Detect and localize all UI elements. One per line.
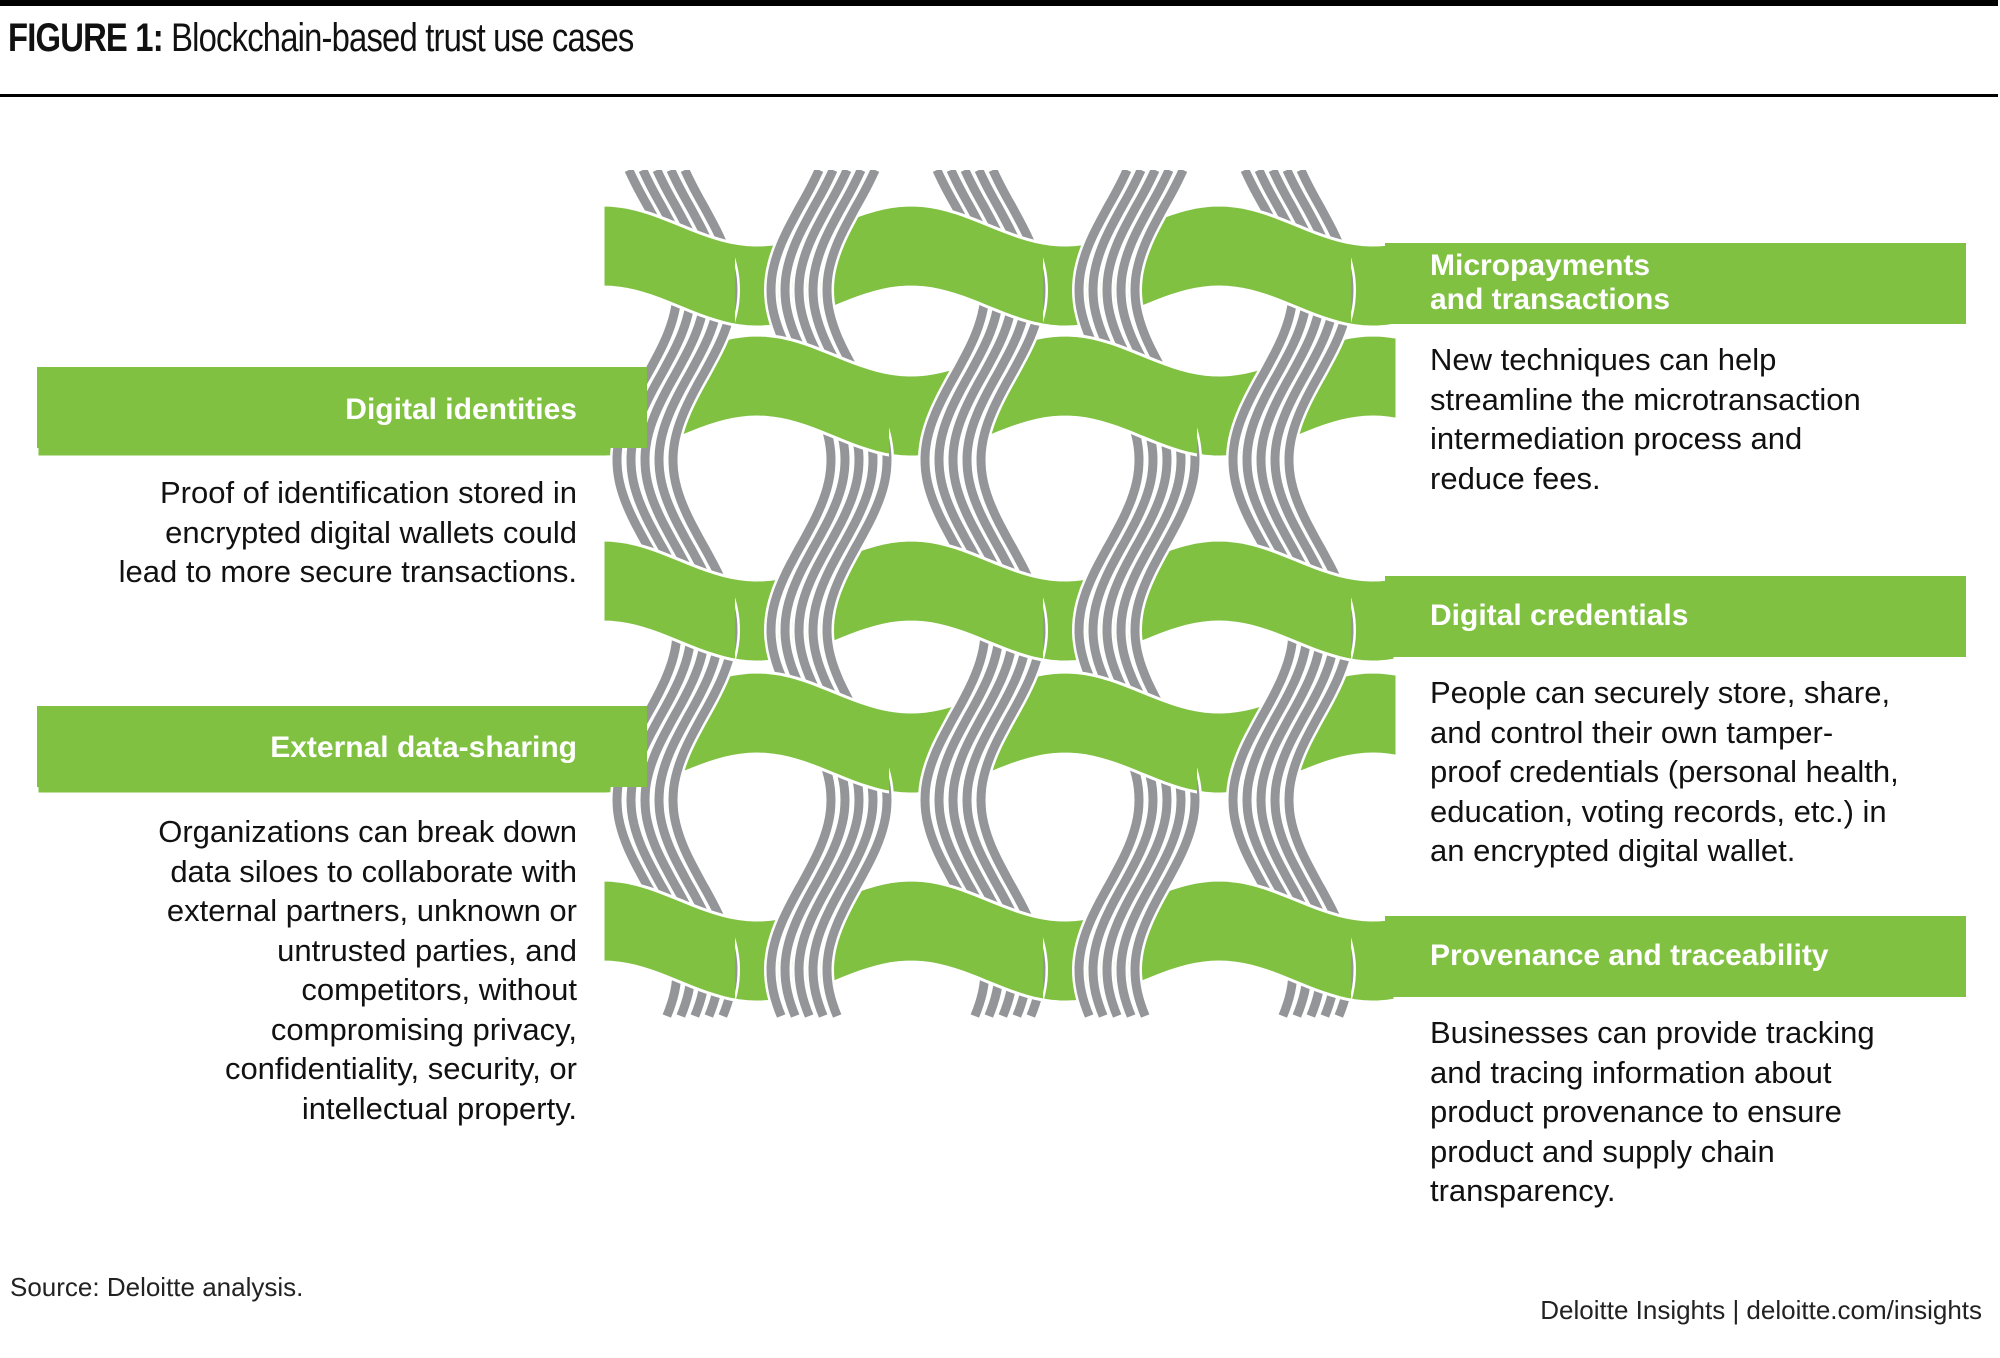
desc-line: competitors, without <box>301 972 577 1007</box>
desc-external-data-sharing: Organizations can break down data siloes… <box>158 812 577 1128</box>
desc-line: reduce fees. <box>1430 460 1601 496</box>
desc-line: education, voting records, etc.) in <box>1430 793 1887 829</box>
label-digital-identities: Digital identities <box>345 393 577 426</box>
figure-title: FIGURE 1: Blockchain-based trust use cas… <box>8 16 634 61</box>
left-label-band <box>37 367 647 448</box>
right-label-band <box>1385 916 1966 997</box>
desc-line: lead to more secure transactions. <box>118 554 577 589</box>
weft-over <box>769 335 889 457</box>
warp-strand <box>1116 170 1186 1018</box>
weft-over <box>923 204 1043 327</box>
weft-over <box>615 204 735 327</box>
desc-line: intermediation process and <box>1430 421 1803 456</box>
desc-line: untrusted parties, and <box>277 932 577 968</box>
warp-strand <box>1088 170 1158 1018</box>
desc-line: Businesses can provide tracking <box>1430 1015 1875 1050</box>
weft-over <box>615 539 735 662</box>
weft-over <box>923 879 1043 1002</box>
desc-line: data siloes to collaborate with <box>170 853 577 889</box>
desc-line: product and supply chain <box>1430 1133 1775 1169</box>
label-line: Provenance and traceability <box>1430 939 1829 972</box>
right-label-band <box>1385 576 1966 657</box>
weft-over <box>923 539 1043 662</box>
desc-line: New techniques can help <box>1430 342 1777 377</box>
warp-strand <box>822 170 892 1018</box>
desc-line: product provenance to ensure <box>1430 1094 1842 1129</box>
desc-digital-identities: Proof of identification stored in encryp… <box>119 473 577 592</box>
warp-strand <box>780 170 850 1018</box>
label-line: and transactions <box>1430 283 1671 316</box>
weft-over <box>1231 539 1351 662</box>
warp-strand <box>1074 170 1144 1018</box>
figure-label: FIGURE 1: <box>8 16 164 60</box>
desc-line: confidentiality, security, or <box>224 1051 577 1086</box>
desc-line: Proof of identification stored in <box>159 475 577 510</box>
warp-strand <box>794 170 864 1018</box>
desc-line: encrypted digital wallets could <box>165 514 577 550</box>
top-rule <box>0 0 1998 6</box>
warp-strand <box>1130 170 1200 1018</box>
label-line: Digital credentials <box>1430 599 1689 632</box>
weft-over <box>1077 335 1197 457</box>
warp-strand <box>808 170 878 1018</box>
label-micropayments: Micropayments and transactions <box>1430 249 1670 317</box>
source-note: Source: Deloitte analysis. <box>10 1272 304 1302</box>
weft-over <box>615 879 735 1002</box>
warp-strand <box>1102 170 1172 1018</box>
desc-line: an encrypted digital wallet. <box>1430 833 1796 868</box>
weft-over-segments <box>615 204 1351 1002</box>
figure-title-text: Blockchain-based trust use cases <box>171 16 634 60</box>
desc-line: and tracing information about <box>1430 1054 1832 1090</box>
label-external-data-sharing: External data-sharing <box>270 731 577 764</box>
desc-line: proof credentials (personal health, <box>1430 754 1899 789</box>
left-label-band <box>37 706 647 787</box>
desc-line: Organizations can break down <box>158 814 577 849</box>
desc-line: People can securely store, share, <box>1430 675 1891 710</box>
label-digital-credentials: Digital credentials <box>1430 599 1688 633</box>
desc-line: compromising privacy, <box>270 1011 577 1047</box>
desc-line: external partners, unknown or <box>166 893 577 928</box>
publisher-credit: Deloitte Insights | deloitte.com/insight… <box>1540 1295 1982 1325</box>
desc-provenance: Businesses can provide tracking and trac… <box>1430 1013 1875 1211</box>
desc-line: streamline the microtransaction <box>1430 381 1861 417</box>
desc-line: and control their own tamper- <box>1430 714 1834 750</box>
weft-over <box>1231 204 1351 327</box>
warp-strand <box>766 170 836 1018</box>
desc-digital-credentials: People can securely store, share, and co… <box>1430 673 1899 871</box>
header-rule <box>0 94 1998 97</box>
right-label-band <box>1385 243 1966 324</box>
desc-line: transparency. <box>1430 1173 1616 1208</box>
label-line: Micropayments <box>1430 249 1651 282</box>
weft-over <box>1077 672 1197 794</box>
desc-micropayments: New techniques can help streamline the m… <box>1430 340 1861 498</box>
weft-over <box>769 672 889 794</box>
label-provenance: Provenance and traceability <box>1430 939 1829 973</box>
weft-over <box>1231 879 1351 1002</box>
desc-line: intellectual property. <box>301 1090 577 1126</box>
